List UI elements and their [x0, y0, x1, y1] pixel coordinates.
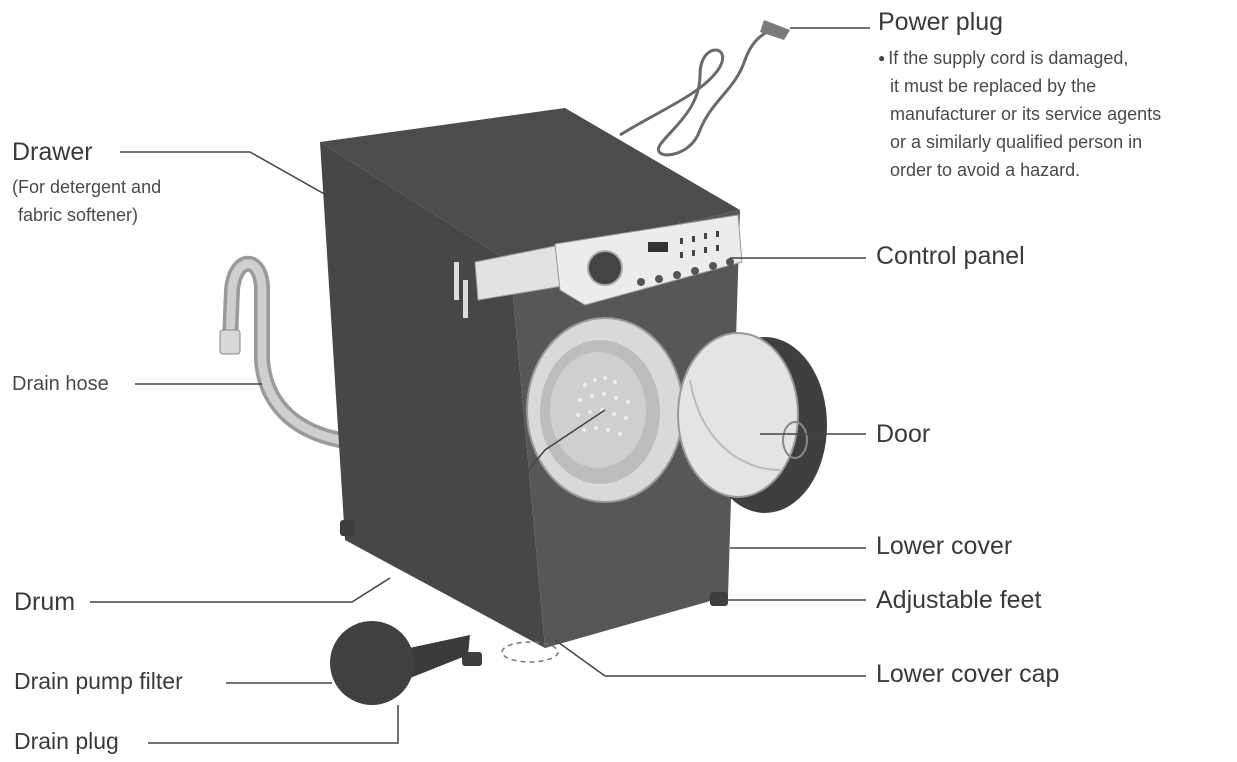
label-adjustable-feet: Adjustable feet	[876, 586, 1041, 615]
label-drawer-note-1: (For detergent and	[12, 174, 161, 200]
bullet-icon: ●	[878, 51, 885, 65]
label-lower-cover-cap: Lower cover cap	[876, 660, 1059, 689]
label-control-panel: Control panel	[876, 242, 1025, 271]
drain-pump-filter-illustration	[330, 621, 470, 705]
label-drum: Drum	[14, 588, 75, 617]
label-drain-plug: Drain plug	[14, 728, 119, 755]
label-door: Door	[876, 420, 930, 449]
label-lower-cover: Lower cover	[876, 532, 1012, 561]
power-plug-note: ●If the supply cord is damaged, it must …	[878, 44, 1237, 184]
power-plug-note-line: it must be replaced by the	[878, 72, 1237, 100]
label-power-plug: Power plug	[878, 8, 1003, 37]
power-plug-note-line: order to avoid a hazard.	[878, 156, 1237, 184]
drain-hose-illustration	[220, 264, 340, 440]
label-drain-hose: Drain hose	[12, 371, 109, 397]
label-drain-pump-filter: Drain pump filter	[14, 668, 183, 695]
power-cord-illustration	[620, 20, 790, 155]
leader-drum-label	[90, 578, 390, 602]
power-plug-note-line: ●If the supply cord is damaged,	[878, 44, 1237, 72]
label-drawer-note-2: fabric softener)	[18, 202, 138, 228]
leader-lower-cover-cap	[555, 640, 866, 676]
power-plug-note-line: or a similarly qualified person in	[878, 128, 1237, 156]
label-drawer: Drawer	[12, 138, 93, 167]
power-plug-note-line: manufacturer or its service agents	[878, 100, 1237, 128]
leader-drain-plug	[148, 705, 398, 743]
